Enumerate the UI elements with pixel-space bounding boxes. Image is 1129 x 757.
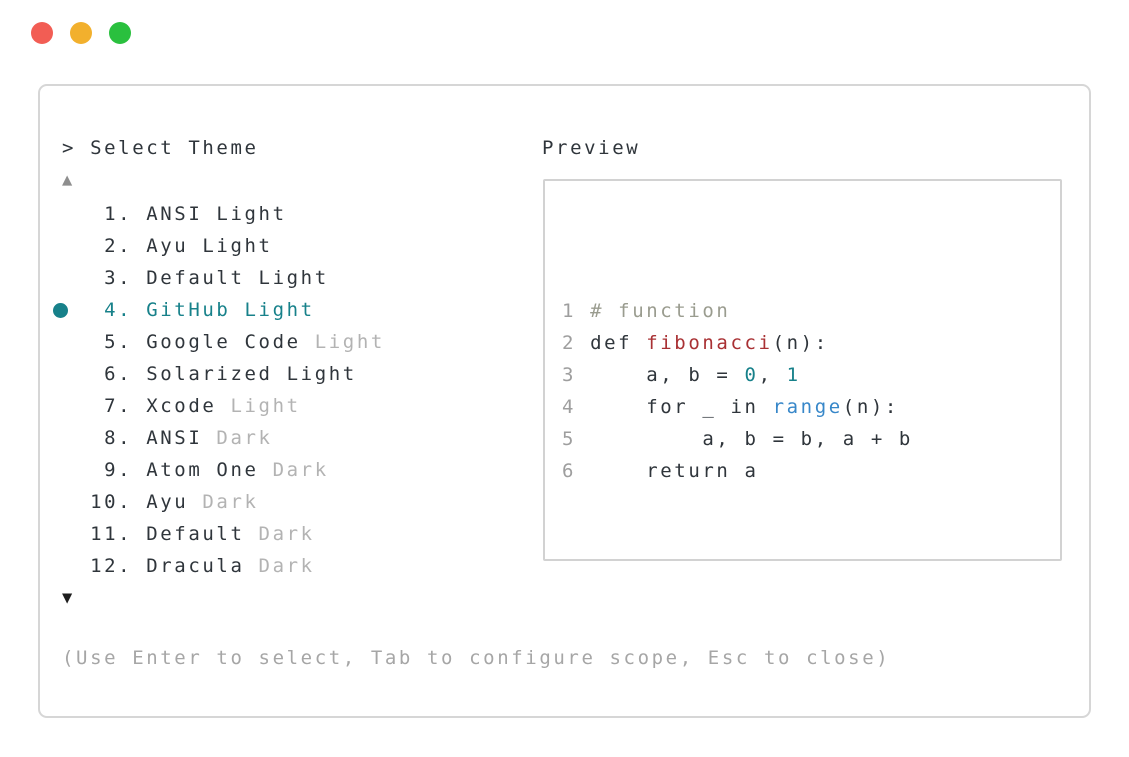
code-line: 3 a, b = 0, 1 [562, 359, 1060, 391]
theme-item-label: Ayu [146, 491, 189, 513]
code-line: 6 return a [562, 455, 1060, 487]
theme-item-label: ANSI Light [146, 203, 287, 225]
theme-item[interactable]: 6. Solarized Light [62, 358, 385, 390]
line-number: 6 [562, 460, 591, 482]
code-token: (n): [842, 396, 899, 418]
zoom-button[interactable] [109, 22, 131, 44]
code-line: 2 def fibonacci(n): [562, 327, 1060, 359]
theme-item-number: 10. [62, 491, 147, 513]
theme-item-label: Dracula [146, 555, 245, 577]
theme-item[interactable]: 4. GitHub Light [53, 294, 385, 326]
code-line: 4 for _ in range(n): [562, 391, 1060, 423]
help-text: (Use Enter to select, Tab to configure s… [62, 647, 891, 669]
theme-item-number: 8. [62, 427, 147, 449]
theme-item-variant: Dark [244, 523, 315, 545]
minimize-button[interactable] [70, 22, 92, 44]
line-number: 5 [562, 428, 591, 450]
scroll-down-icon[interactable]: ▼ [62, 588, 73, 608]
theme-item[interactable]: 12. Dracula Dark [62, 550, 385, 582]
theme-item-label: Solarized Light [146, 363, 357, 385]
theme-item-variant: Light [300, 331, 385, 353]
theme-item-label: Atom One [146, 459, 259, 481]
theme-item-variant: Dark [244, 555, 315, 577]
code-token: , [758, 364, 787, 386]
theme-item-label: Ayu Light [146, 235, 273, 257]
close-button[interactable] [31, 22, 53, 44]
code-token: a, b = b, a + b [590, 428, 913, 450]
theme-item-label: Google Code [146, 331, 301, 353]
theme-item-label: Default [146, 523, 245, 545]
theme-item-variant: Dark [188, 491, 259, 513]
theme-item[interactable]: 5. Google Code Light [62, 326, 385, 358]
theme-item[interactable]: 2. Ayu Light [62, 230, 385, 262]
theme-item-number: 7. [62, 395, 147, 417]
theme-item[interactable]: 7. Xcode Light [62, 390, 385, 422]
theme-list: 1. ANSI Light 2. Ayu Light 3. Default Li… [53, 198, 385, 582]
theme-item-variant: Dark [258, 459, 329, 481]
code-token: # function [590, 300, 731, 322]
theme-item-variant: Dark [202, 427, 273, 449]
theme-item-number: 1. [62, 203, 147, 225]
theme-item-number: 6. [62, 363, 147, 385]
theme-item[interactable]: 10. Ayu Dark [62, 486, 385, 518]
code-token: for _ in [590, 396, 773, 418]
window-controls [31, 22, 131, 44]
code-token: 1 [786, 364, 801, 386]
line-number: 2 [562, 332, 591, 354]
theme-item[interactable]: 8. ANSI Dark [62, 422, 385, 454]
preview-label: Preview [542, 137, 641, 159]
code-line: 1 # function [562, 295, 1060, 327]
theme-item-label: ANSI [146, 427, 203, 449]
theme-picker-panel: > Select Theme ▲ 1. ANSI Light 2. Ayu Li… [38, 84, 1091, 718]
scroll-up-icon[interactable]: ▲ [62, 170, 73, 190]
code-token: fibonacci [646, 332, 773, 354]
theme-item-label: Default Light [146, 267, 329, 289]
line-number: 4 [562, 396, 591, 418]
theme-item[interactable]: 11. Default Dark [62, 518, 385, 550]
code-token: range [772, 396, 843, 418]
code-token: def [590, 332, 647, 354]
code-token: (n): [772, 332, 829, 354]
theme-item[interactable]: 9. Atom One Dark [62, 454, 385, 486]
theme-item-number: 5. [62, 331, 147, 353]
theme-item-number: 3. [62, 267, 147, 289]
theme-item-variant: Light [216, 395, 301, 417]
theme-item-label: GitHub Light [146, 299, 315, 321]
line-number: 1 [562, 300, 591, 322]
select-theme-prompt: > Select Theme [62, 137, 259, 159]
selected-item-bullet [53, 303, 68, 318]
code-line: 5 a, b = b, a + b [562, 423, 1060, 455]
theme-item-label: Xcode [146, 395, 217, 417]
theme-item[interactable]: 1. ANSI Light [62, 198, 385, 230]
theme-item-number: 11. [62, 523, 147, 545]
code-token: return a [590, 460, 759, 482]
theme-item-number: 4. [62, 299, 147, 321]
theme-item-number: 2. [62, 235, 147, 257]
theme-item-number: 9. [62, 459, 147, 481]
code-token: a, b = [590, 364, 745, 386]
theme-item[interactable]: 3. Default Light [62, 262, 385, 294]
code-token: 0 [744, 364, 759, 386]
line-number: 3 [562, 364, 591, 386]
theme-item-number: 12. [62, 555, 147, 577]
